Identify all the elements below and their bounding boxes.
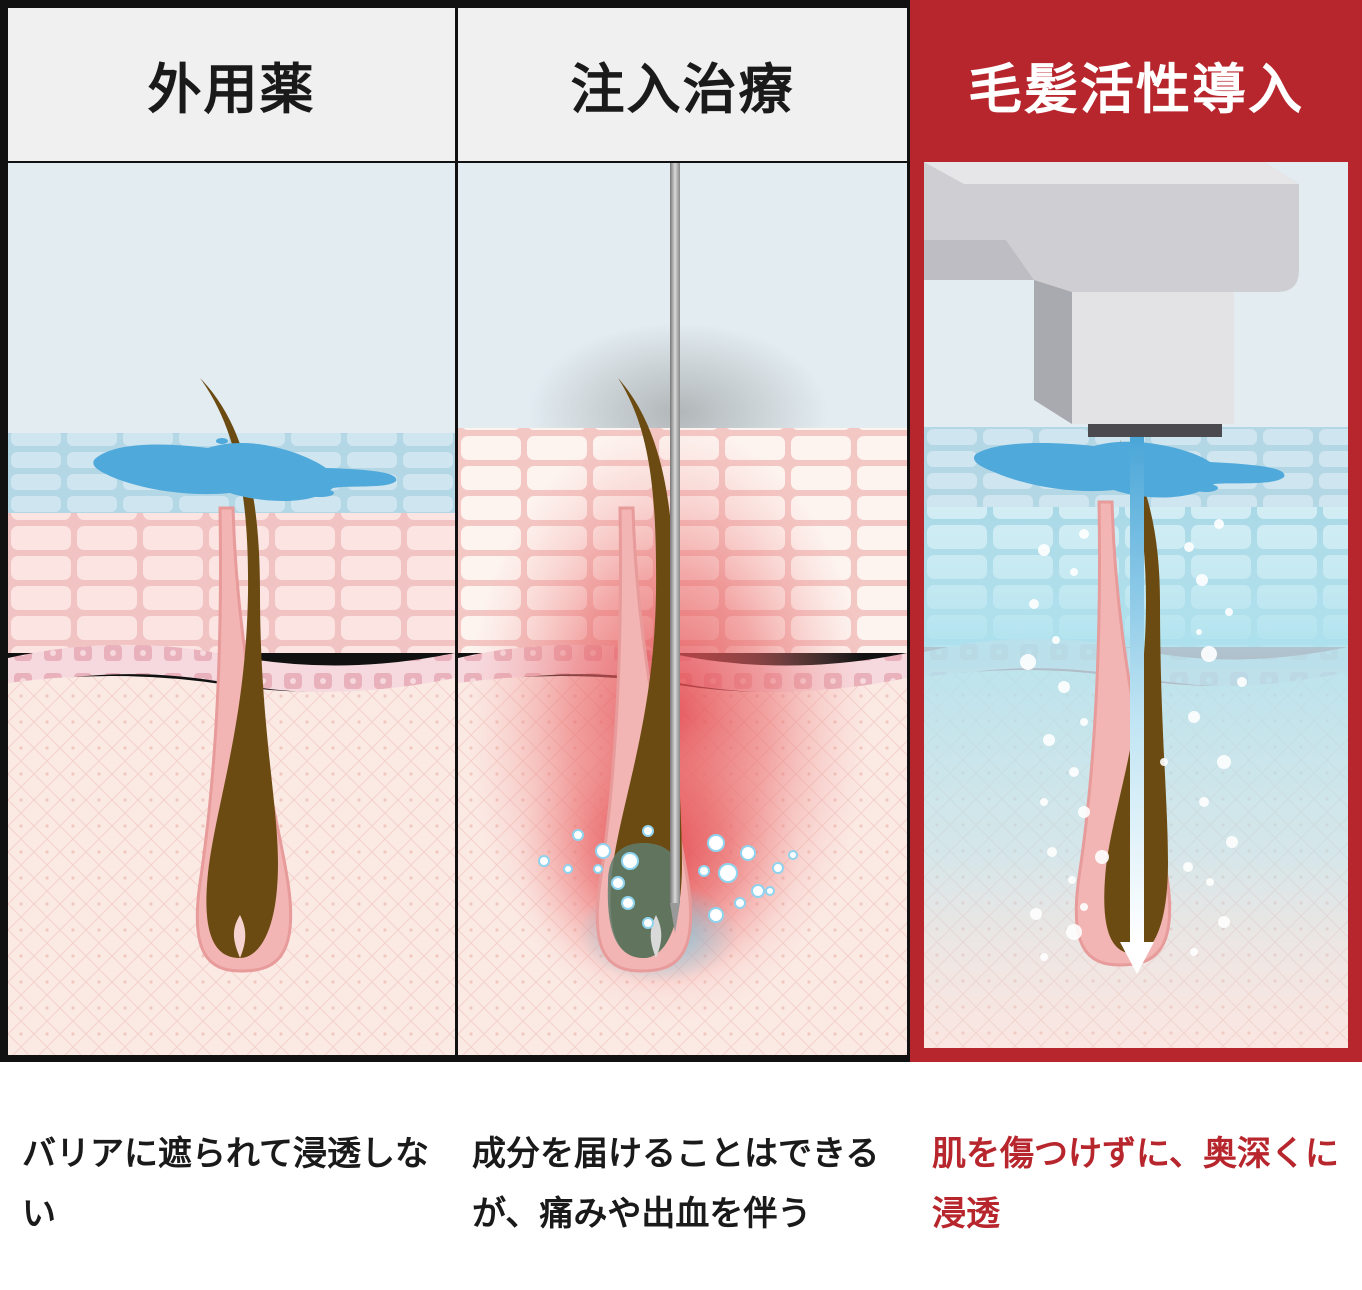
caption-topical: バリアに遮られて浸透しない: [22, 1134, 429, 1234]
comparison-frame: 外用薬 注入治療: [0, 0, 1362, 1062]
needle: [670, 163, 680, 903]
caption-hair-activation: 肌を傷つけずに、奥深くに浸透: [932, 1134, 1339, 1234]
serum-puddle: [93, 442, 397, 502]
column-hair-activation: 毛髪活性導入: [910, 0, 1362, 1062]
column-title-injection: 注入治療: [458, 8, 907, 161]
skin-illustration-topical: [8, 163, 455, 1055]
caption-injection: 成分を届けることはできるが、痛みや出血を伴う: [472, 1134, 880, 1234]
skin-illustration-injection: [458, 163, 907, 1055]
column-title-topical: 外用薬: [8, 8, 455, 161]
treatment-device-icon: [924, 162, 1299, 437]
column-title-hair-activation: 毛髪活性導入: [910, 8, 1362, 161]
penetration-beam: [1130, 437, 1144, 942]
skin-illustration-hair-activation: [924, 162, 1348, 1048]
